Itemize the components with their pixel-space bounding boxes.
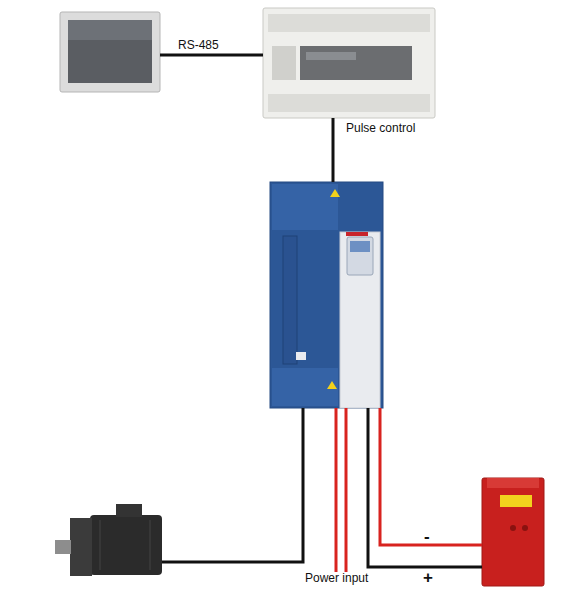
- resistor-body: [482, 478, 544, 586]
- drive-body: [270, 182, 383, 408]
- wire-connector: [162, 408, 303, 562]
- drive-display: [350, 241, 370, 252]
- motor-flange: [70, 518, 92, 576]
- power-wire: [345, 408, 348, 572]
- plc-led-row: [306, 52, 356, 60]
- motor-fin: [100, 520, 101, 570]
- motor-connector: [116, 504, 142, 517]
- warning-symbol: [330, 189, 340, 197]
- servo-motor: [55, 504, 162, 576]
- drive-side-panel: [283, 236, 297, 364]
- wire-label: Power input: [305, 571, 368, 585]
- wire-connector: [160, 54, 263, 57]
- plc-terminal-strip: [268, 94, 430, 112]
- drive-bottom-cover: [272, 368, 338, 406]
- motor-body: [90, 515, 162, 575]
- plc-io-panel: [300, 46, 412, 80]
- wire-connector: [332, 118, 335, 182]
- resistor-warning-label: [500, 495, 532, 507]
- signal-label: Pulse control: [346, 121, 415, 135]
- plc-unit: [263, 8, 435, 118]
- plc-body: [263, 8, 435, 118]
- wire-connector: [380, 408, 482, 545]
- wire-connector: [368, 408, 482, 567]
- motor-fin: [150, 520, 151, 570]
- warning-symbol: [327, 381, 337, 389]
- drive-logo: [346, 232, 368, 236]
- motor-shaft: [55, 540, 71, 554]
- signal-label: -: [424, 528, 430, 546]
- hmi-screen-glare: [68, 20, 152, 40]
- drive-top-cover: [272, 184, 338, 230]
- plc-cover: [272, 46, 296, 80]
- drive-nameplate: [296, 352, 306, 360]
- hmi-frame: [60, 12, 160, 92]
- signal-label: +: [423, 569, 433, 587]
- servo-drive: [270, 182, 383, 408]
- resistor-screw: [510, 525, 516, 531]
- drive-keypad: [347, 237, 373, 275]
- signal-label: RS-485: [178, 38, 219, 52]
- plc-terminal-strip: [268, 14, 430, 32]
- power-wire: [335, 408, 338, 572]
- braking-resistor: [482, 478, 544, 586]
- hmi-panel: [60, 12, 160, 92]
- resistor-screw: [522, 525, 528, 531]
- hmi-screen: [68, 20, 152, 83]
- resistor-lid: [487, 478, 539, 488]
- drive-front-panel: [340, 232, 380, 408]
